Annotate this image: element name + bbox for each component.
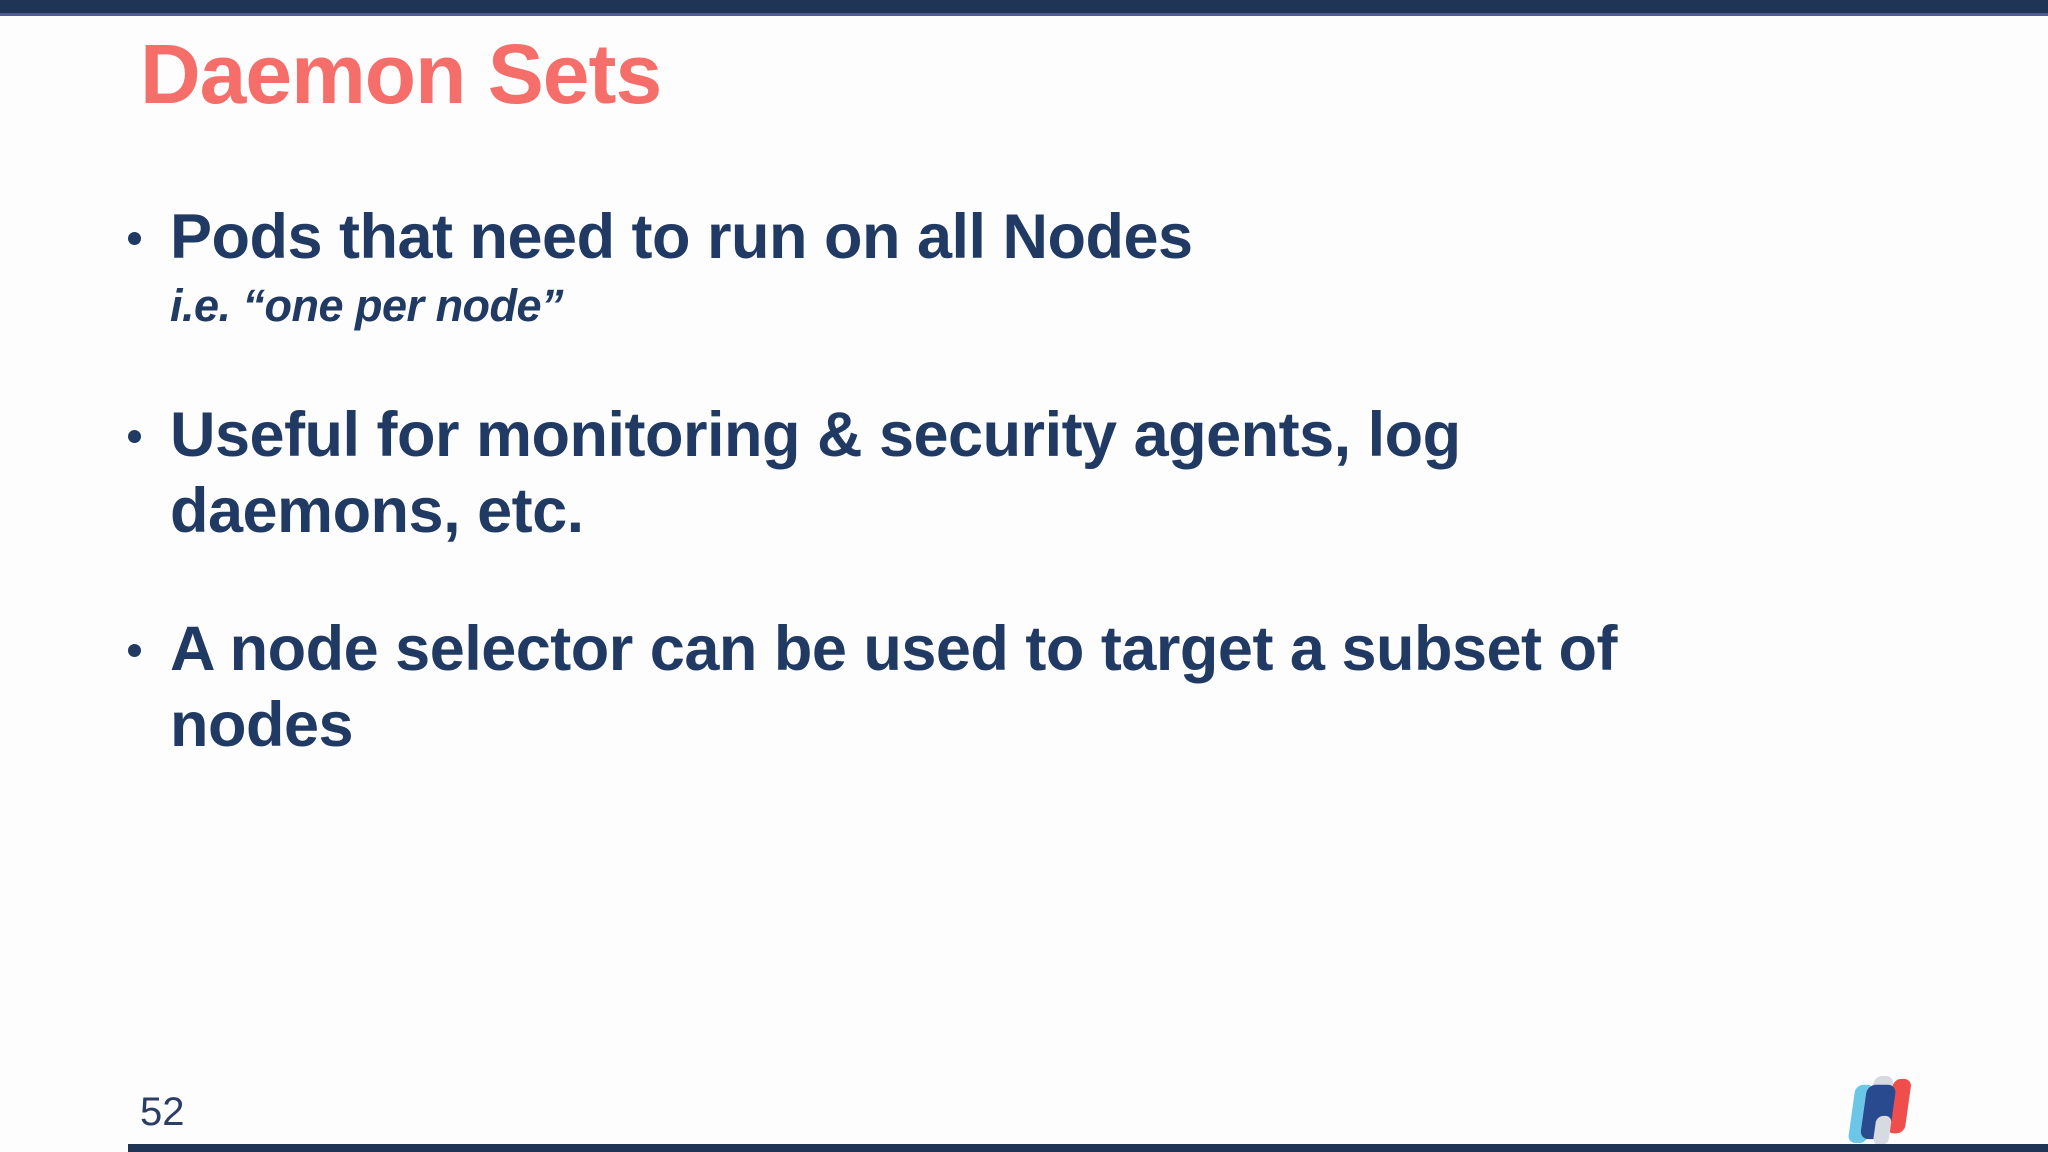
bullet-item-3: A node selector can be used to target a … xyxy=(128,612,1618,763)
bullet-subtext: i.e. “one per node” xyxy=(170,279,564,331)
bullet-text: Useful for monitoring & security agents,… xyxy=(170,400,1461,546)
bullet-text: A node selector can be used to target a … xyxy=(170,614,1618,760)
slide-title: Daemon Sets xyxy=(140,27,662,121)
bullet-text: Pods that need to run on all Nodes xyxy=(170,202,1193,272)
bullet-dot-icon xyxy=(128,644,141,657)
top-accent-bar xyxy=(0,0,2048,16)
page-number: 52 xyxy=(140,1090,185,1134)
bullet-item-1: Pods that need to run on all Nodes i.e. … xyxy=(128,200,1193,331)
bullet-body: Pods that need to run on all Nodes i.e. … xyxy=(170,200,1193,331)
top-accent-line xyxy=(0,13,2048,16)
bullet-body: Useful for monitoring & security agents,… xyxy=(170,398,1461,549)
bullet-item-2: Useful for monitoring & security agents,… xyxy=(128,398,1461,549)
bullet-dot-icon xyxy=(128,430,141,443)
bullet-dot-icon xyxy=(128,232,141,245)
n-mark-logo-icon xyxy=(1846,1070,1914,1150)
bullet-body: A node selector can be used to target a … xyxy=(170,612,1618,763)
bottom-accent-bar xyxy=(128,1144,2048,1152)
